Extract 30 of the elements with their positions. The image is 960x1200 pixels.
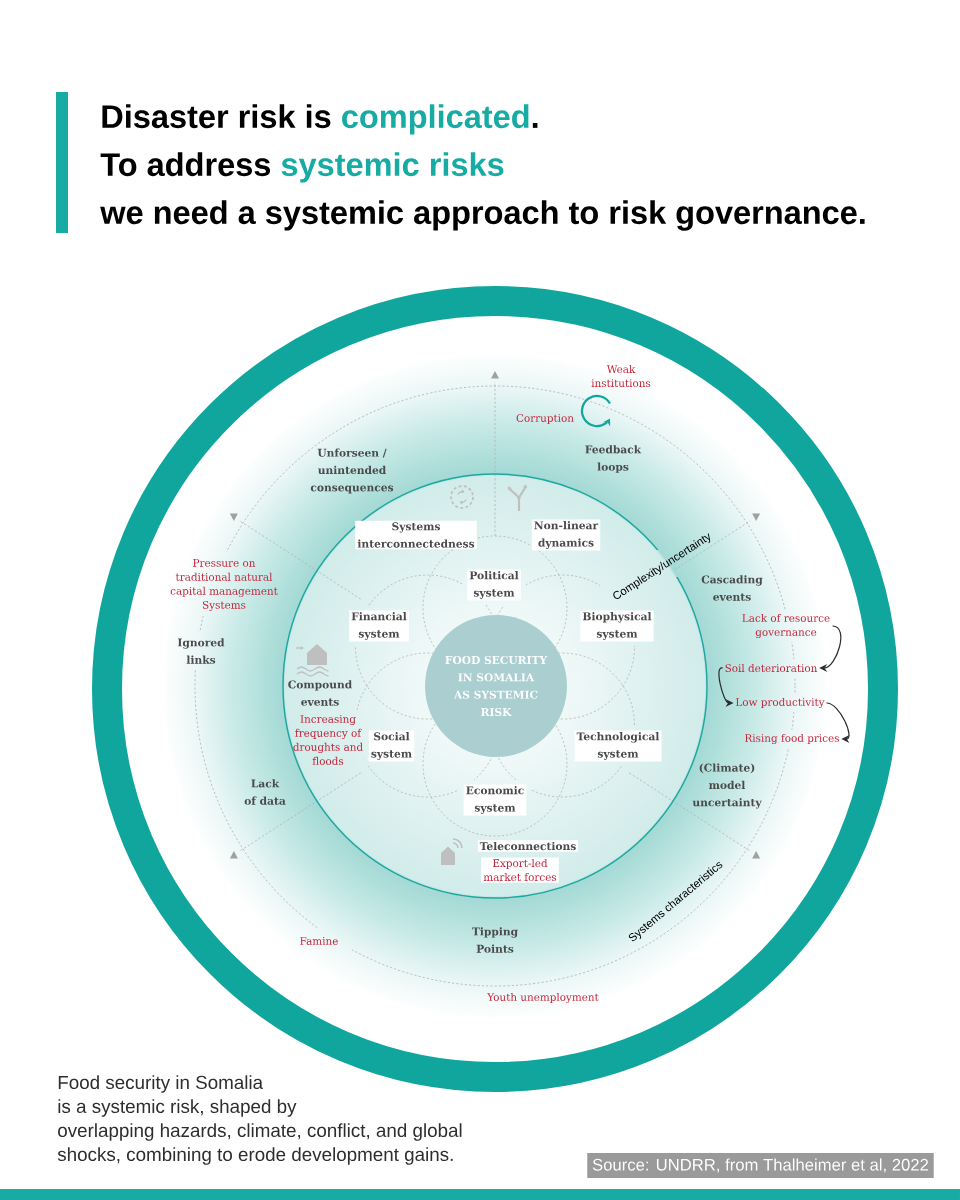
category-label: Compound events [288, 680, 352, 706]
system-label: Financial system [349, 610, 409, 642]
category-label: Lack of data [244, 779, 286, 805]
example-text: Famine [300, 937, 338, 945]
example-text: Rising food prices [745, 733, 839, 745]
category-label: Tipping Points [472, 927, 518, 953]
example-text: Low productivity [735, 697, 825, 709]
category-label: Feedback loops [585, 445, 642, 473]
example-text: Increasing frequency of droughts and floods [293, 715, 363, 765]
example-text: Soil deterioration [725, 664, 818, 673]
system-label: Economic system [463, 784, 527, 816]
category-label: Teleconnections [478, 840, 578, 852]
source-note: Source: UNDRR, from Thalheimer et al, 2022 [587, 1153, 934, 1178]
category-label: Ignored links [177, 638, 225, 664]
curved-arrow [825, 702, 850, 744]
category-label: Non-linear dynamics [531, 519, 601, 551]
example-text: Weak institutions [591, 365, 651, 388]
category-label: Unforseen / unintended consequences [310, 448, 394, 494]
example-text: Export-led market forces [481, 857, 559, 883]
example-text: Corruption [516, 414, 574, 424]
category-label: Systems interconnectedness [355, 520, 477, 550]
example-text: Pressure on traditional natural capital management Systems [170, 559, 278, 611]
system-label: Biophysical system [580, 610, 654, 642]
example-text: Lack of resource governance [742, 613, 830, 639]
category-label: (Climate) model uncertainty [692, 763, 762, 809]
example-text: Youth unemployment [487, 992, 599, 1004]
system-label: Political system [467, 569, 521, 601]
caption-text: Food security in Somalia is a systemic risk, shaped by overlapping hazards, climate, conflict, and global shocks, combining to erode development gains. [57, 1075, 462, 1165]
system-label: Technological system [574, 730, 662, 762]
title: Disaster risk is complicated. To address systemic risks we need a systemic approach to risk governance. [100, 104, 865, 231]
